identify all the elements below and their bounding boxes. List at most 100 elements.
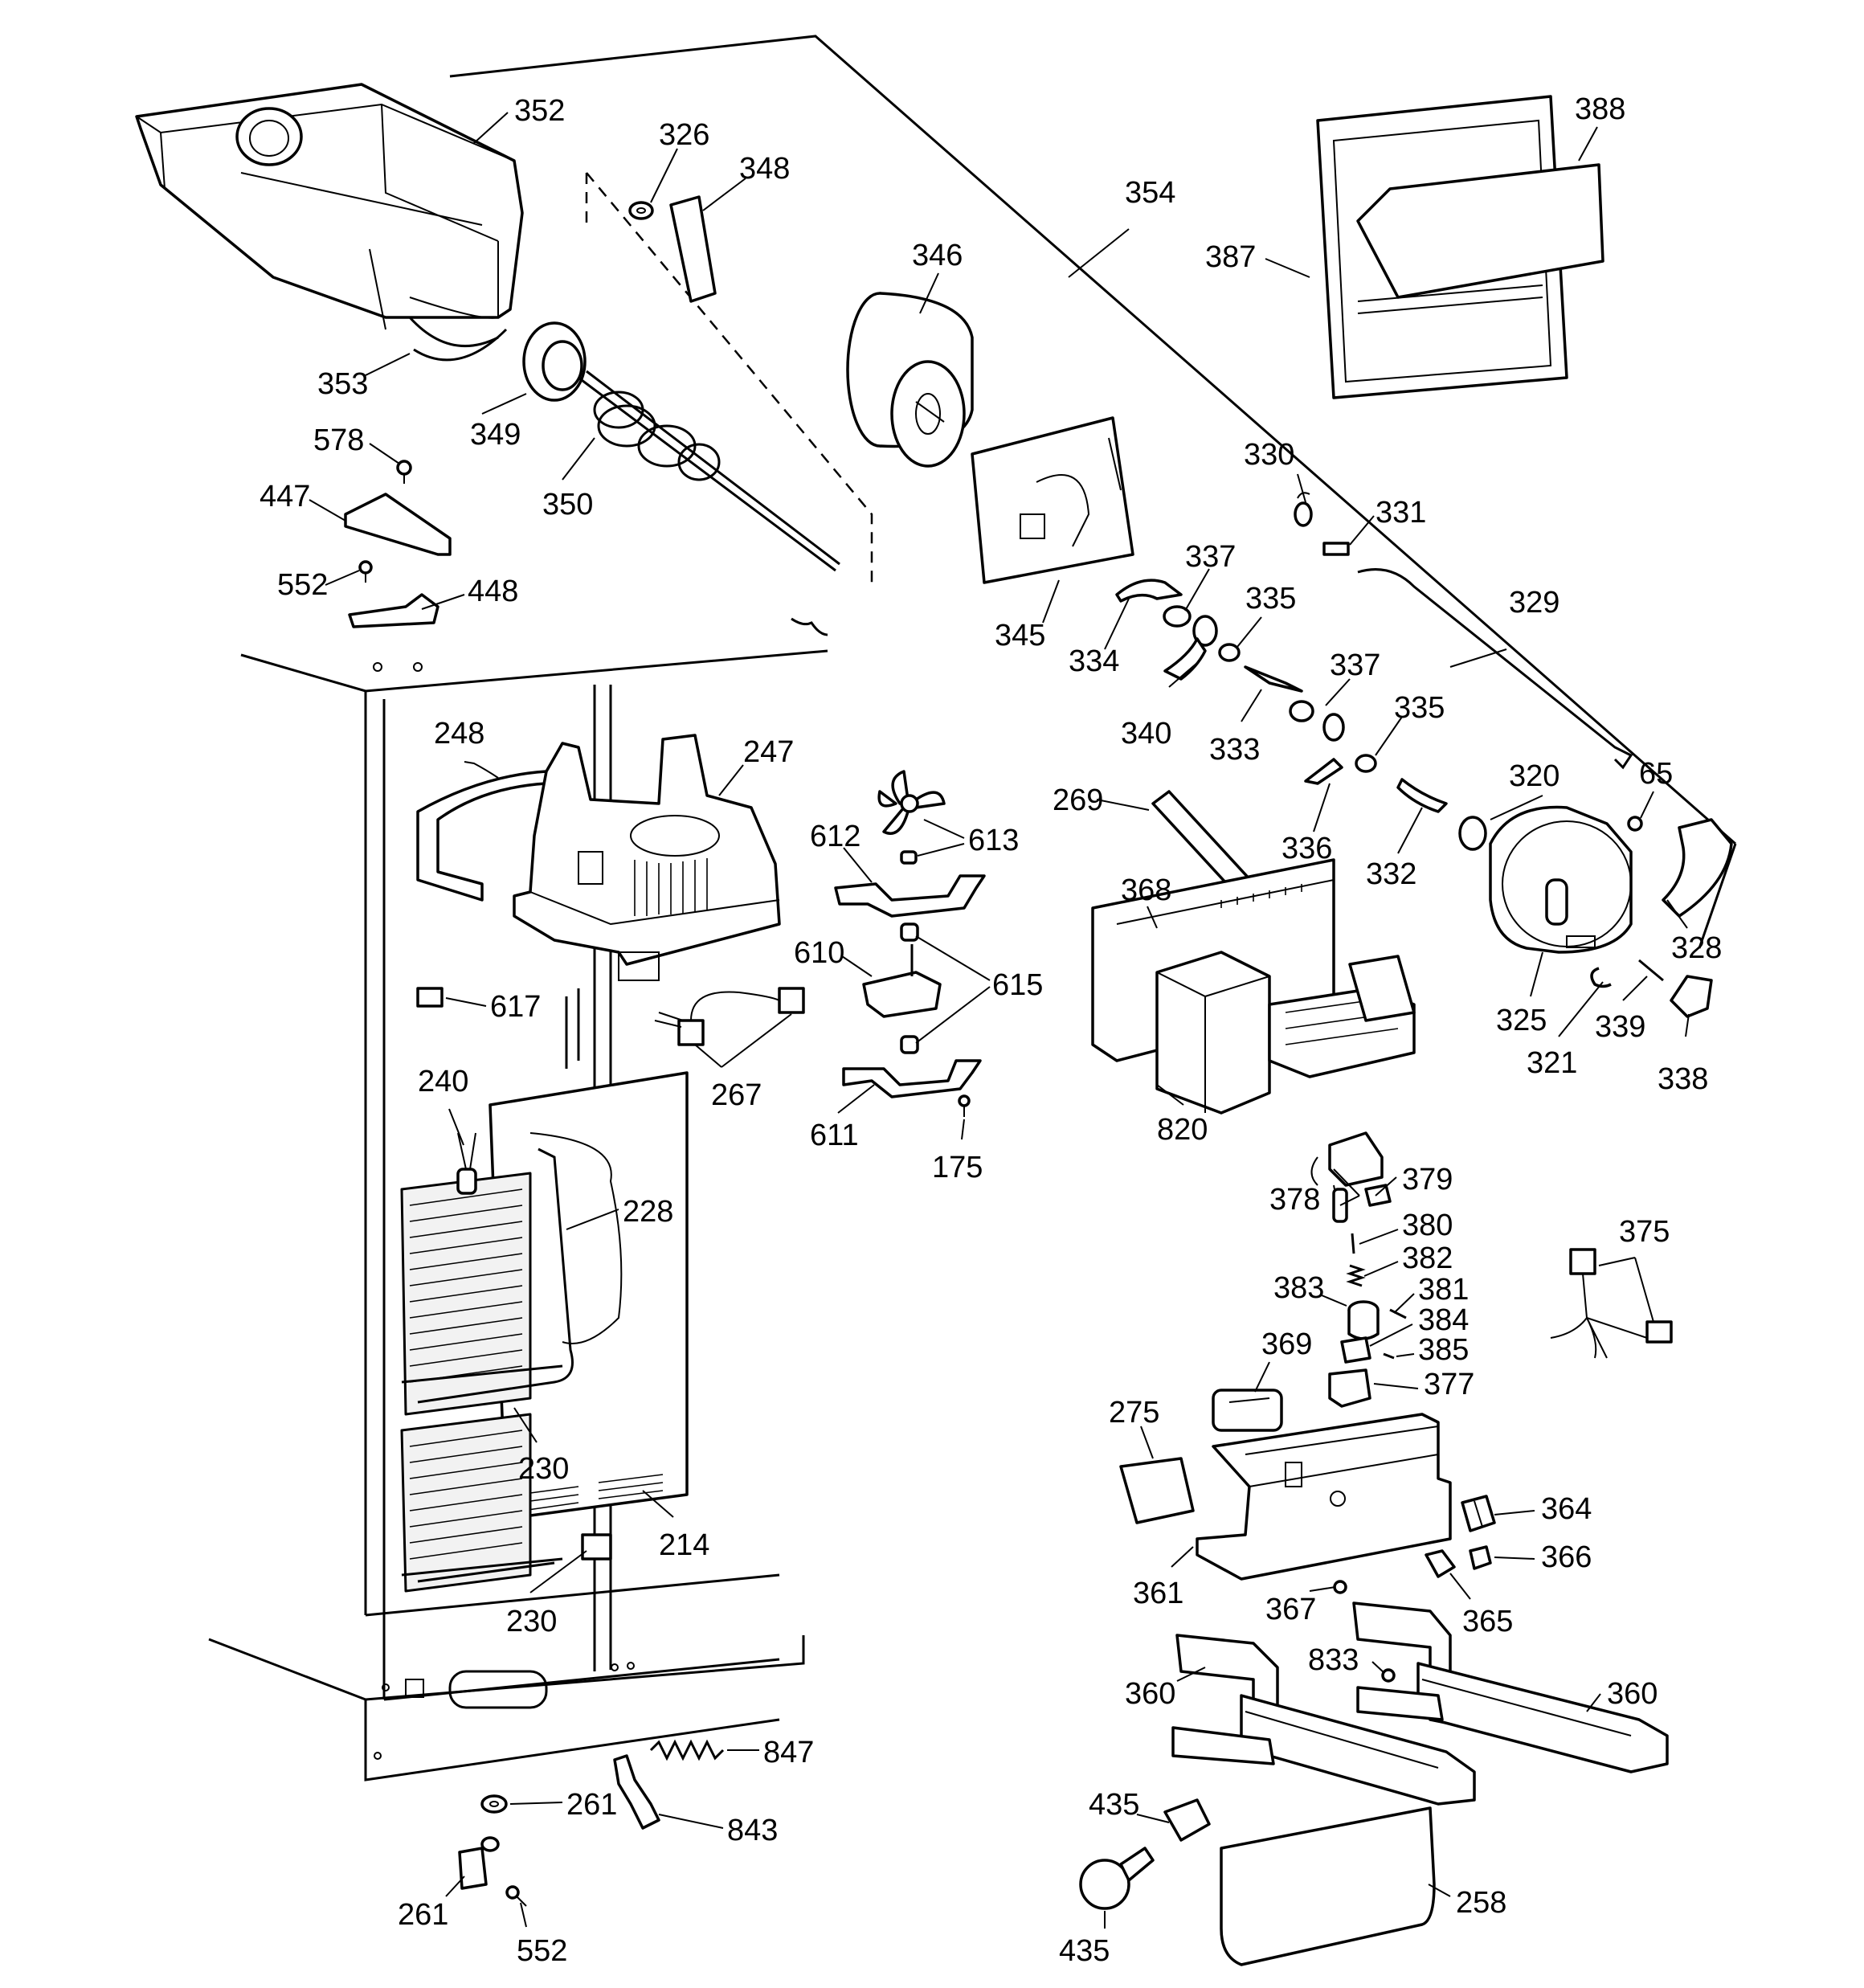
callout-613: 613 xyxy=(968,824,1019,857)
shield-part xyxy=(1119,1457,1195,1524)
callout-610: 610 xyxy=(794,936,844,970)
pin-part xyxy=(1638,959,1664,982)
dispenser-housing-part xyxy=(1196,1413,1452,1581)
auger-assembly-outline xyxy=(585,172,873,587)
spring-part xyxy=(1163,605,1218,647)
ice-bucket-part xyxy=(135,83,524,348)
callout-336: 336 xyxy=(1282,832,1332,865)
callout-275: 275 xyxy=(1109,1396,1159,1430)
callout-175: 175 xyxy=(932,1151,983,1184)
callout-321: 321 xyxy=(1527,1046,1577,1080)
fan-bracket-part xyxy=(834,874,986,918)
callout-843: 843 xyxy=(727,1814,778,1847)
callout-267: 267 xyxy=(711,1078,762,1112)
callout-388: 388 xyxy=(1575,92,1625,126)
auger-part xyxy=(578,370,840,572)
callout-369: 369 xyxy=(1261,1327,1312,1361)
washer-part xyxy=(1355,754,1377,773)
callout-325: 325 xyxy=(1496,1004,1547,1037)
callout-352: 352 xyxy=(514,94,565,128)
callout-368: 368 xyxy=(1121,873,1171,907)
callout-328: 328 xyxy=(1671,931,1722,965)
callout-448: 448 xyxy=(468,575,518,608)
callout-228: 228 xyxy=(623,1195,673,1229)
dispenser-door-flap-part xyxy=(1356,163,1604,299)
spring-clip-part xyxy=(1294,492,1313,527)
callout-345: 345 xyxy=(995,619,1045,652)
pin-part xyxy=(1389,1308,1407,1319)
callout-335: 335 xyxy=(1245,582,1296,616)
callout-269: 269 xyxy=(1053,783,1103,817)
screw-part xyxy=(396,460,412,484)
callout-578: 578 xyxy=(313,423,364,457)
callout-340: 340 xyxy=(1121,717,1171,751)
callout-332: 332 xyxy=(1366,857,1416,891)
callout-384: 384 xyxy=(1418,1303,1469,1337)
clip-part xyxy=(1425,1549,1456,1578)
screw-part xyxy=(958,1094,971,1117)
callout-375: 375 xyxy=(1619,1215,1670,1249)
callout-337: 337 xyxy=(1185,540,1236,574)
callout-247: 247 xyxy=(743,735,794,769)
callout-387: 387 xyxy=(1205,240,1256,274)
pin-part xyxy=(1383,1352,1395,1360)
drain-tube-part xyxy=(416,770,548,902)
lamp-socket-part xyxy=(1461,1495,1496,1532)
callout-361: 361 xyxy=(1133,1577,1183,1610)
callout-333: 333 xyxy=(1209,733,1260,767)
callout-820: 820 xyxy=(1157,1113,1208,1147)
cover-fold-line xyxy=(529,1132,623,1344)
callout-214: 214 xyxy=(659,1528,709,1562)
callout-353: 353 xyxy=(317,367,368,401)
callout-346: 346 xyxy=(912,239,963,272)
washer-part xyxy=(480,1794,508,1814)
dispenser-lens-part xyxy=(1220,1806,1436,1966)
spring-part xyxy=(1289,700,1345,742)
callout-258: 258 xyxy=(1456,1886,1506,1920)
cam-part xyxy=(1396,778,1448,813)
callout-360: 360 xyxy=(1125,1677,1175,1711)
callout-338: 338 xyxy=(1658,1062,1708,1096)
callout-320: 320 xyxy=(1509,759,1559,793)
callout-335: 335 xyxy=(1394,691,1445,725)
callout-labels: 352 326 348 346 354 388 387 353 349 350 … xyxy=(260,92,1722,1968)
clip-part xyxy=(1340,1336,1371,1364)
fan-bracket-part xyxy=(842,1059,982,1098)
thermostat-part xyxy=(456,1132,477,1195)
screw-part xyxy=(1381,1668,1396,1683)
fan-blade-part xyxy=(877,770,946,835)
callout-367: 367 xyxy=(1265,1593,1316,1626)
hinge-bracket-part xyxy=(613,1754,660,1830)
evaporator-part xyxy=(400,1172,563,1593)
callout-435: 435 xyxy=(1089,1788,1139,1822)
callout-364: 364 xyxy=(1541,1492,1592,1526)
screw-part xyxy=(1627,816,1643,832)
bail-wire-part xyxy=(413,328,508,362)
icemaker-part xyxy=(1155,951,1416,1115)
callout-377: 377 xyxy=(1424,1368,1474,1401)
callout-261: 261 xyxy=(398,1898,448,1932)
bracket-clip-part xyxy=(1670,975,1713,1018)
retaining-ring-part xyxy=(1590,967,1612,988)
callout-383: 383 xyxy=(1273,1271,1324,1305)
spring-part xyxy=(649,1739,725,1761)
bushing-part xyxy=(1347,1300,1380,1340)
grommet-part xyxy=(900,1035,919,1054)
connector-part xyxy=(416,987,444,1008)
motor-cover-part xyxy=(1662,818,1733,918)
callout-331: 331 xyxy=(1376,496,1426,530)
callout-612: 612 xyxy=(810,820,860,853)
callout-330: 330 xyxy=(1244,438,1294,472)
callout-248: 248 xyxy=(434,717,484,751)
callout-615: 615 xyxy=(992,968,1043,1002)
washer-part xyxy=(628,201,654,220)
switch-part xyxy=(1212,1389,1283,1432)
screw-part xyxy=(358,560,373,583)
feeler-arm-rod-part xyxy=(1357,568,1633,770)
crank-arm-part xyxy=(1304,758,1343,785)
leader-lines xyxy=(309,112,1690,1929)
callout-365: 365 xyxy=(1462,1605,1513,1638)
callout-240: 240 xyxy=(418,1065,468,1098)
motor-bracket-part xyxy=(971,416,1134,584)
